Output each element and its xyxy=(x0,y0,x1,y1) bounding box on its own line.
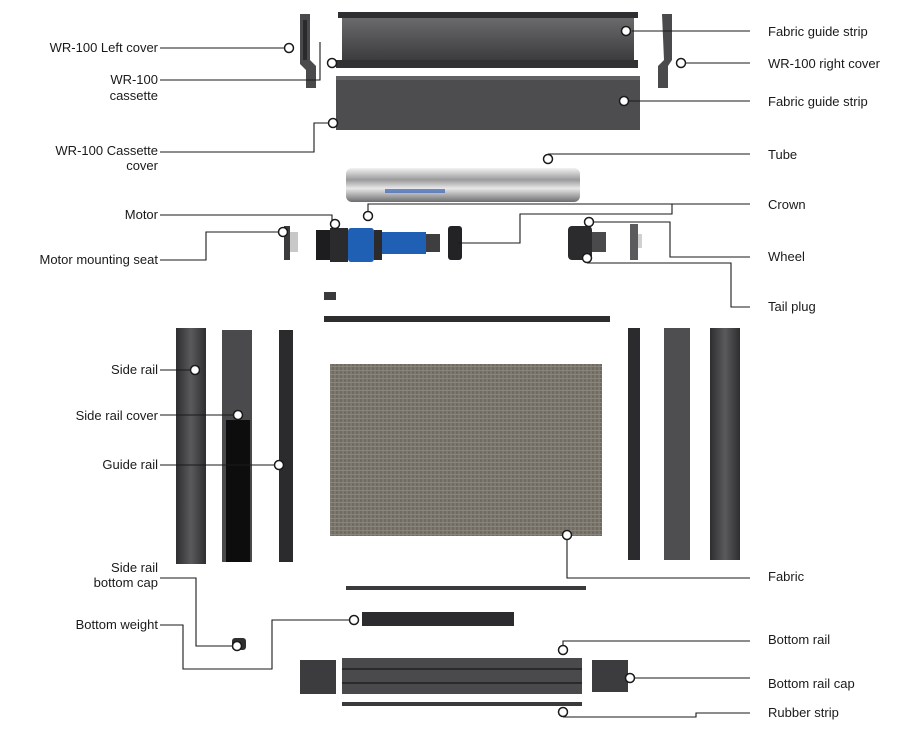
label-side-rail-bottom-cap-line1: Side rail xyxy=(111,560,158,575)
left-cover-part xyxy=(300,14,316,88)
label-tail-plug: Tail plug xyxy=(768,299,816,314)
leader-cassette xyxy=(160,42,321,81)
leader-bottom-rail xyxy=(562,640,750,646)
label-side-rail-cover: Side rail cover xyxy=(75,408,158,423)
leader-tail-plug xyxy=(587,262,750,308)
bottom-weight-part xyxy=(362,612,514,626)
marker-fabric-guide-strip-top xyxy=(620,25,632,37)
marker-right-cover xyxy=(675,57,687,69)
label-tube: Tube xyxy=(768,147,798,162)
label-bottom-weight: Bottom weight xyxy=(75,617,158,632)
marker-tail-plug xyxy=(581,252,593,264)
cassette-cover-part xyxy=(336,76,640,130)
marker-fabric-guide-strip-mid xyxy=(618,95,630,107)
marker-bottom-rail-cap xyxy=(624,672,636,684)
label-bottom-rail-cap: Bottom rail cap xyxy=(768,676,855,691)
marker-side-rail-cover xyxy=(232,409,244,421)
label-bottom-rail: Bottom rail xyxy=(768,632,831,647)
label-wr100-cassette-cover-line2: cover xyxy=(126,158,158,173)
leader-wheel xyxy=(594,221,750,258)
label-motor-mounting-seat: Motor mounting seat xyxy=(39,252,158,267)
marker-fabric xyxy=(561,529,573,541)
label-wr100-cassette-line1: WR-100 xyxy=(110,72,158,87)
marker-bottom-weight xyxy=(348,614,360,626)
marker-rubber-strip xyxy=(557,706,569,718)
leader-side-rail-bottom-cap xyxy=(160,577,232,647)
callout-markers xyxy=(189,25,687,718)
lower-strip-part xyxy=(346,586,586,590)
marker-tube xyxy=(542,153,554,165)
leader-cassette-cover xyxy=(160,122,329,153)
label-fabric-guide-strip-top: Fabric guide strip xyxy=(768,24,868,39)
right-rails-part xyxy=(628,328,740,560)
marker-side-rail-bottom-cap xyxy=(231,640,243,652)
marker-cassette xyxy=(326,57,338,69)
leader-motor xyxy=(160,214,333,221)
right-cover-part xyxy=(658,14,672,88)
label-wr100-left-cover: WR-100 Left cover xyxy=(49,40,158,55)
wheel-part xyxy=(568,224,642,260)
label-wr100-right-cover: WR-100 right cover xyxy=(768,56,880,71)
leader-crown-2 xyxy=(458,204,673,244)
top-strips-part xyxy=(324,292,610,322)
bottom-rail-part xyxy=(300,658,628,694)
cassette-top-part xyxy=(336,12,638,68)
marker-left-cover xyxy=(283,42,295,54)
marker-cassette-cover xyxy=(327,117,339,129)
marker-guide-rail xyxy=(273,459,285,471)
tube-part xyxy=(346,168,580,202)
leader-crown xyxy=(367,203,750,211)
marker-bottom-rail xyxy=(557,644,569,656)
leader-rubber-strip xyxy=(563,712,750,718)
motor-part xyxy=(316,228,440,262)
fabric-part xyxy=(330,364,602,536)
leader-motor-mounting-seat xyxy=(160,231,278,261)
marker-motor xyxy=(329,218,341,230)
leader-bottom-weight xyxy=(160,619,349,670)
label-side-rail-bottom-cap-line2: bottom cap xyxy=(93,575,158,590)
marker-crown xyxy=(362,210,374,222)
marker-motor-mounting-seat xyxy=(277,226,289,238)
rubber-strip-part xyxy=(342,702,582,706)
marker-wheel xyxy=(583,216,595,228)
leader-lines xyxy=(160,30,750,718)
leader-fabric xyxy=(566,540,750,579)
label-rubber-strip: Rubber strip xyxy=(768,705,839,720)
label-motor: Motor xyxy=(124,207,158,222)
label-crown: Crown xyxy=(768,197,806,212)
motor-mounting-seat-part xyxy=(284,226,298,260)
label-wr100-cassette-line2: cassette xyxy=(109,88,158,103)
crown-part xyxy=(448,226,462,260)
label-fabric: Fabric xyxy=(768,569,805,584)
label-wr100-cassette-cover-line1: WR-100 Cassette xyxy=(55,143,158,158)
label-guide-rail: Guide rail xyxy=(102,457,158,472)
label-fabric-guide-strip-mid: Fabric guide strip xyxy=(768,94,868,109)
left-rails-part xyxy=(176,328,293,564)
label-side-rail: Side rail xyxy=(111,362,158,377)
label-wheel: Wheel xyxy=(768,249,805,264)
marker-side-rail xyxy=(189,364,201,376)
